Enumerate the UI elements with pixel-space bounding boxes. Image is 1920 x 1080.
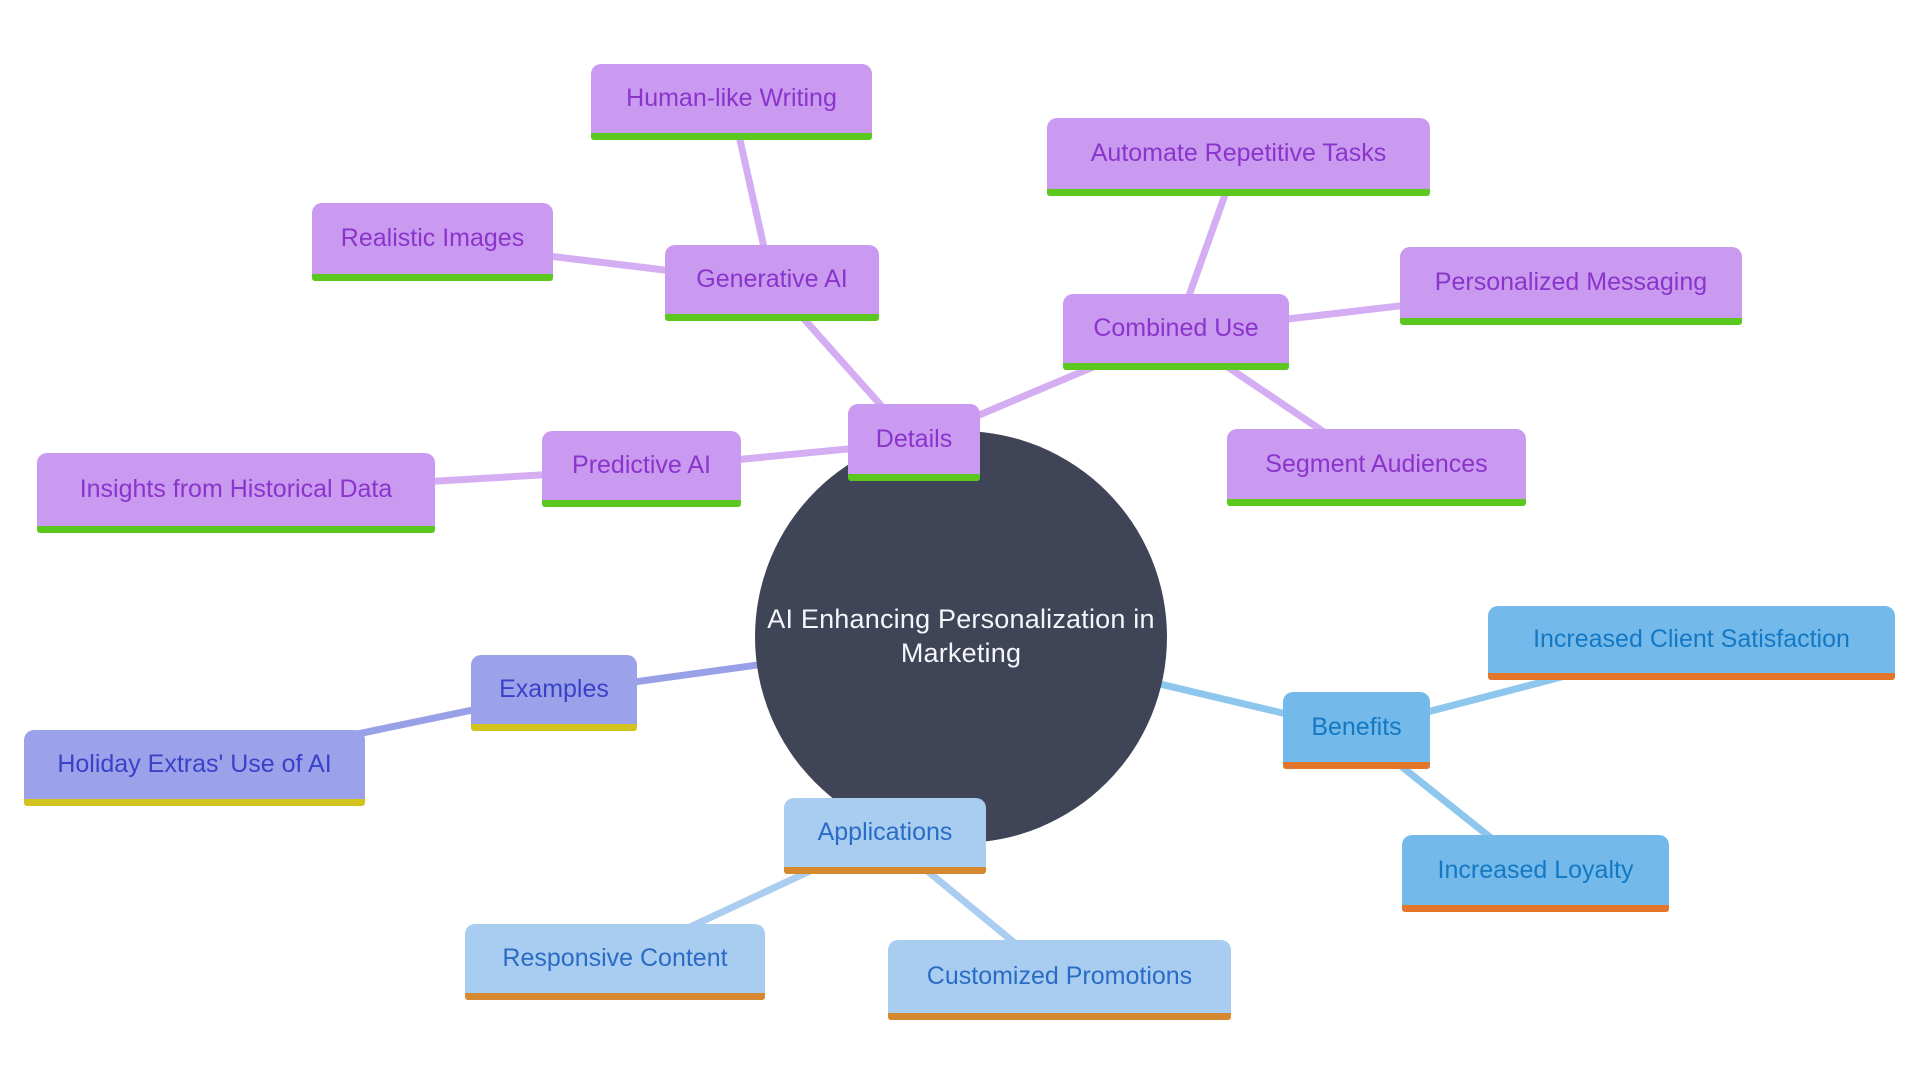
mindmap-node-combined-use[interactable]: Combined Use <box>1063 294 1289 370</box>
mindmap-node-insights-historical-data[interactable]: Insights from Historical Data <box>37 453 435 533</box>
node-label: Holiday Extras' Use of AI <box>57 750 332 778</box>
node-label: Realistic Images <box>340 224 525 252</box>
node-label: Predictive AI <box>572 451 711 479</box>
mindmap-node-predictive-ai[interactable]: Predictive AI <box>542 431 741 507</box>
node-label: Responsive Content <box>502 944 728 972</box>
mindmap-node-generative-ai[interactable]: Generative AI <box>665 245 879 321</box>
node-label: Examples <box>499 675 609 703</box>
node-label: Generative AI <box>696 265 848 293</box>
mindmap-node-examples[interactable]: Examples <box>471 655 637 731</box>
node-label: Automate Repetitive Tasks <box>1090 139 1387 167</box>
mindmap-node-increased-loyalty[interactable]: Increased Loyalty <box>1402 835 1669 912</box>
node-label: Benefits <box>1311 712 1402 741</box>
node-label: Human-like Writing <box>626 84 837 112</box>
mindmap-node-details[interactable]: Details <box>848 404 980 481</box>
node-label: Segment Audiences <box>1265 449 1488 478</box>
node-label: Combined Use <box>1093 314 1259 342</box>
node-label: Personalized Messaging <box>1434 268 1708 296</box>
mindmap-node-increased-client-satisfaction[interactable]: Increased Client Satisfaction <box>1488 606 1895 680</box>
node-label: Details <box>875 424 953 453</box>
mindmap-node-responsive-content[interactable]: Responsive Content <box>465 924 765 1000</box>
central-topic-label: AI Enhancing Personalization in Marketin… <box>767 604 1155 668</box>
mindmap-node-applications[interactable]: Applications <box>784 798 986 874</box>
mindmap-node-customized-promotions[interactable]: Customized Promotions <box>888 940 1231 1020</box>
mindmap-node-realistic-images[interactable]: Realistic Images <box>312 203 553 281</box>
node-label: Increased Loyalty <box>1437 855 1634 884</box>
mindmap-node-benefits[interactable]: Benefits <box>1283 692 1430 769</box>
mindmap-node-personalized-messaging[interactable]: Personalized Messaging <box>1400 247 1742 325</box>
node-label: Applications <box>817 818 953 846</box>
mindmap-node-segment-audiences[interactable]: Segment Audiences <box>1227 429 1526 506</box>
node-label: Insights from Historical Data <box>79 475 393 503</box>
node-label: Customized Promotions <box>926 962 1193 990</box>
node-label: Increased Client Satisfaction <box>1533 625 1850 653</box>
central-topic-node[interactable]: AI Enhancing Personalization in Marketin… <box>755 431 1167 843</box>
mindmap-node-holiday-extras-use-of-ai[interactable]: Holiday Extras' Use of AI <box>24 730 365 806</box>
mindmap-node-automate-repetitive-tasks[interactable]: Automate Repetitive Tasks <box>1047 118 1430 196</box>
mindmap-node-human-like-writing[interactable]: Human-like Writing <box>591 64 872 140</box>
